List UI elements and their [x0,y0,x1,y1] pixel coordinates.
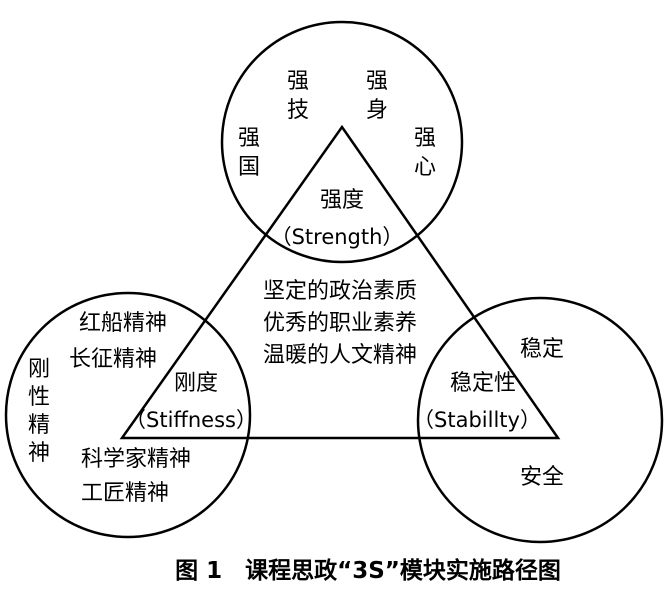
figure-caption: 图 1 课程思政“3S”模块实施路径图 [175,557,561,584]
gangxing-vertical-2: 性 [28,385,50,410]
qiang-xin-char-1: 强 [414,126,436,151]
strength-circle [220,20,464,264]
qiang-shen-char-1: 强 [366,69,388,94]
hongchuan-spirit: 红船精神 [79,311,167,336]
gangxing-vertical-1: 刚 [28,357,50,382]
gangxing-vertical-3: 精 [28,413,50,438]
qiang-ji-char-1: 强 [287,69,309,94]
anquan-label: 安全 [520,465,564,490]
qiang-shen-char-2: 身 [366,98,388,123]
strength-title: 强度 [320,188,364,213]
stability-subtitle: （Stabillty） [413,408,541,432]
qiang-xin-char-2: 心 [414,155,436,180]
gangxing-vertical-4: 神 [28,441,50,466]
changzheng-spirit: 长征精神 [69,347,157,372]
stiffness-subtitle: （Stiffness） [125,408,257,432]
scientist-spirit: 科学家精神 [81,447,191,472]
qiang-guo-char-1: 强 [238,126,260,151]
craftsman-spirit: 工匠精神 [81,481,169,506]
wending-label: 稳定 [520,337,564,362]
stiffness-title: 刚度 [174,371,218,396]
triangle [119,124,561,440]
center-line-2: 优秀的职业素养 [263,311,417,336]
center-line-3: 温暖的人文精神 [263,343,417,368]
qiang-ji-char-2: 技 [287,98,309,123]
stability-circle [416,296,664,544]
qiang-guo-char-2: 国 [238,155,260,180]
stiffness-circle [4,291,252,539]
center-line-1: 坚定的政治素质 [263,279,417,304]
strength-subtitle: （Strength） [271,225,404,249]
stability-title: 稳定性 [450,371,516,396]
